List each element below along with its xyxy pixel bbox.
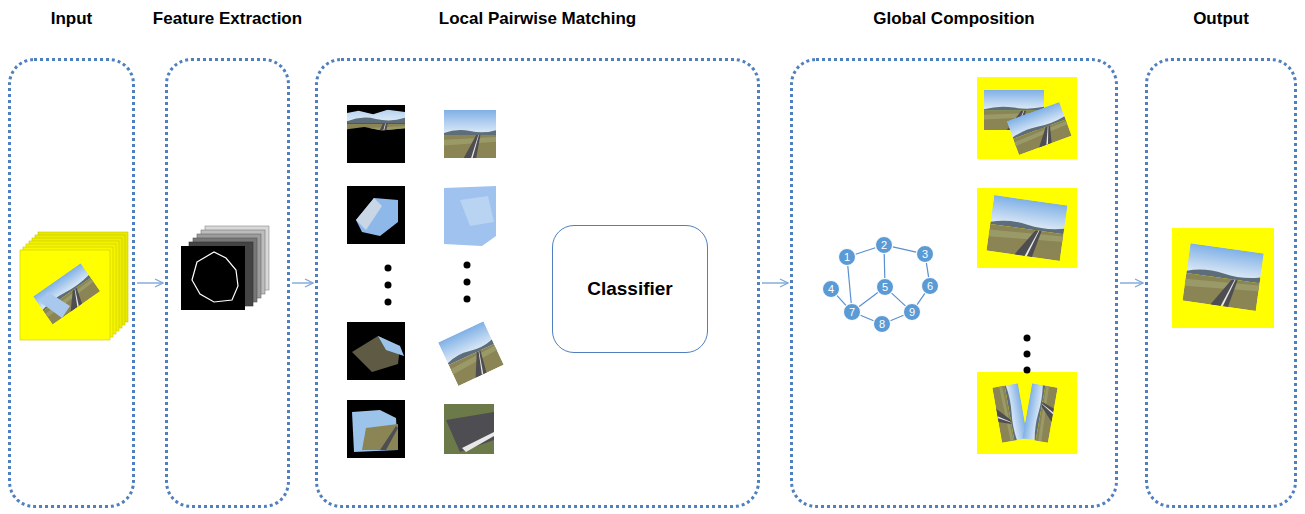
- graph-edge: [892, 293, 906, 306]
- graph-node: 1: [838, 248, 856, 266]
- node-number: 1: [844, 252, 850, 263]
- stage-heading: Local Pairwise Matching: [278, 9, 797, 29]
- classifier-box: Classifier: [552, 225, 708, 353]
- stage-panel: Output: [1145, 58, 1297, 508]
- node-number: 7: [849, 307, 855, 318]
- graph-edge: [837, 296, 846, 306]
- graph-node: 3: [916, 245, 934, 263]
- graph-edge: [917, 293, 925, 304]
- graph-edge: [926, 263, 928, 277]
- stage-panel: Global Composition123456789: [790, 58, 1118, 508]
- node-number: 4: [828, 284, 834, 295]
- node-number: 6: [927, 281, 933, 292]
- node-number: 3: [922, 249, 928, 260]
- flow-arrow: [137, 282, 163, 283]
- input-stack: [20, 232, 128, 340]
- node-number: 8: [879, 319, 885, 330]
- graph-node: 9: [903, 303, 921, 321]
- stage-heading: Input: [0, 9, 172, 29]
- classifier-label: Classifier: [587, 278, 673, 300]
- stage-panel: Input: [8, 58, 135, 508]
- node-number: 5: [882, 282, 888, 293]
- stage-panel: Local Pairwise MatchingClassifier: [315, 58, 760, 508]
- node-number: 9: [909, 307, 915, 318]
- graph-edge: [856, 248, 876, 254]
- graph-node: 5: [876, 278, 894, 296]
- graph-edge: [890, 315, 903, 320]
- graph-node: 6: [921, 277, 939, 295]
- graph-node: 2: [875, 236, 893, 254]
- graph-edge: [884, 254, 886, 278]
- graph-edge: [859, 292, 878, 306]
- flow-arrow: [1120, 282, 1143, 283]
- flow-arrow: [292, 282, 313, 283]
- graph-node: 8: [873, 315, 891, 333]
- fragment-pairs: [347, 93, 504, 458]
- graph-edge: [860, 315, 873, 320]
- stage-heading: Output: [1108, 9, 1305, 29]
- graph-edge: [848, 266, 851, 303]
- graph-node: 7: [843, 303, 861, 321]
- node-number: 2: [881, 240, 887, 251]
- stage-panel: Feature Extraction: [165, 58, 290, 508]
- composition-candidates: [977, 77, 1077, 454]
- output-image: [1172, 228, 1274, 328]
- feature-stack: [181, 226, 269, 310]
- flow-arrow: [762, 282, 788, 283]
- stage-heading: Feature Extraction: [128, 9, 327, 29]
- stage-heading: Global Composition: [753, 9, 1155, 29]
- graph-node: 4: [822, 280, 840, 298]
- graph-edge: [893, 247, 916, 252]
